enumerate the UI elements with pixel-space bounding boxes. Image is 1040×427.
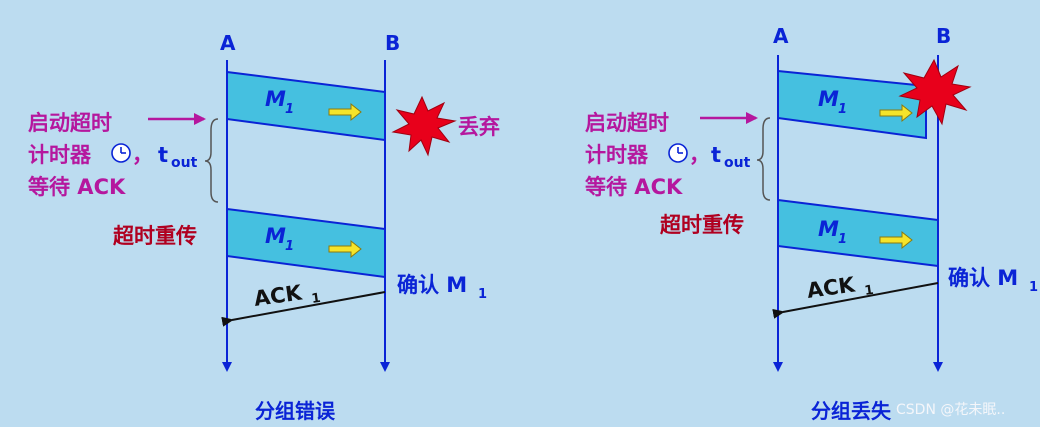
confirm-label: 确认 M xyxy=(948,266,1018,290)
node-a-label: A xyxy=(220,31,236,55)
panel-packet-lost: A B M 1 启动超时 计时器 ， t out 等待 ACK 超时重传 M 1… xyxy=(585,24,1038,423)
timer-text: 计时器 xyxy=(28,143,92,167)
timeout-brace xyxy=(204,118,219,203)
frame-m1-first-label: M xyxy=(818,87,839,111)
frame-m1-first-sub: 1 xyxy=(838,102,847,117)
tout-label: t xyxy=(158,143,168,167)
comma-text: ， xyxy=(132,143,153,167)
frame-m1-retransmit-sub: 1 xyxy=(838,232,847,247)
frame-m1-first xyxy=(226,70,386,142)
ack-sub: 1 xyxy=(864,283,875,299)
ack-label: ACK xyxy=(252,280,304,311)
confirm-sub: 1 xyxy=(1029,280,1038,295)
frame-m1-retransmit xyxy=(777,198,939,268)
retransmit-label: 超时重传 xyxy=(660,213,744,237)
caption-packet-lost: 分组丢失 xyxy=(811,399,892,423)
ack-arrow xyxy=(772,282,939,319)
node-a-label: A xyxy=(773,24,789,48)
tout-sub: out xyxy=(171,155,198,171)
frame-m1-retransmit-label: M xyxy=(818,217,839,241)
frame-m1-retransmit-label: M xyxy=(265,224,286,248)
timer-text: 计时器 xyxy=(585,143,649,167)
wait-ack-text: 等待 ACK xyxy=(28,175,126,199)
frame-m1-first-sub: 1 xyxy=(285,102,294,117)
confirm-sub: 1 xyxy=(478,287,487,302)
explosion-icon xyxy=(898,58,972,126)
comma-text: ， xyxy=(689,143,710,167)
frame-m1-retransmit-sub: 1 xyxy=(285,239,294,254)
caption-packet-error: 分组错误 xyxy=(255,399,336,423)
watermark: CSDN @花未眠.. xyxy=(896,402,1005,418)
frame-m1-first xyxy=(777,69,927,140)
frame-m1-first-label: M xyxy=(265,87,286,111)
retransmit-label: 超时重传 xyxy=(113,224,197,248)
ack-sub: 1 xyxy=(311,291,322,307)
tout-label: t xyxy=(711,143,721,167)
wait-ack-text: 等待 ACK xyxy=(585,175,683,199)
timeout-brace xyxy=(756,117,771,201)
timer-start-text: 启动超时 xyxy=(585,111,669,135)
discard-label: 丢弃 xyxy=(458,115,500,139)
ack-arrow xyxy=(221,291,386,327)
ack-label: ACK xyxy=(805,272,857,303)
panel-packet-error: A B M 1 丢弃 启动超时 计时器 ， t out 等待 ACK 超时重传 … xyxy=(28,31,500,423)
node-b-label: B xyxy=(385,31,400,55)
confirm-label: 确认 M xyxy=(397,273,467,297)
frame-m1-retransmit xyxy=(226,207,386,279)
timer-start-text: 启动超时 xyxy=(28,111,112,135)
tout-sub: out xyxy=(724,155,751,171)
node-b-label: B xyxy=(936,24,951,48)
explosion-icon xyxy=(391,95,457,157)
clock-icon xyxy=(668,143,688,163)
clock-icon xyxy=(111,143,131,163)
